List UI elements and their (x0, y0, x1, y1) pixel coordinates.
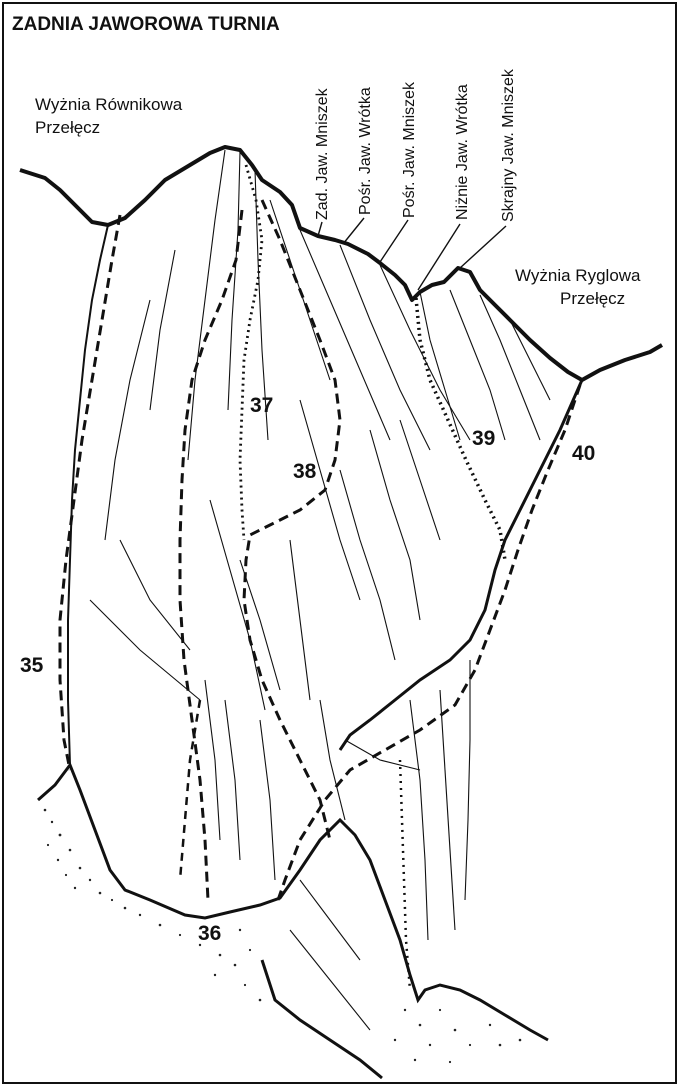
route-37 (240, 165, 262, 540)
label-wyznia-rownikowa-przelecz: Przełęcz (35, 118, 100, 137)
label-nizne-jaw-wrotka: Niżnie Jaw. Wrótka (454, 84, 471, 220)
route-label-38: 38 (293, 460, 317, 483)
label-posr-jaw-wrotka: Pośr. Jaw. Wrótka (357, 87, 374, 215)
route-label-40: 40 (572, 442, 595, 465)
rock-texture (90, 150, 550, 1030)
route-label-36: 36 (198, 922, 221, 945)
ridge-skyline (20, 147, 662, 380)
route-40 (278, 385, 580, 900)
label-zad-jaw-mniszek: Zad. Jaw. Mniszek (314, 87, 331, 220)
diagram-title: ZADNIA JAWOROWA TURNIA (12, 14, 280, 35)
route-label-39: 39 (472, 427, 495, 450)
label-wyznia-ryglowa: Wyżnia Ryglowa (515, 266, 641, 285)
left-face-outline (68, 225, 108, 765)
leader-lines (318, 218, 506, 290)
route-label-37: 37 (250, 394, 273, 417)
route-38 (244, 200, 340, 840)
label-skrajny-jaw-mniszek: Skrajny Jaw. Mniszek (500, 68, 517, 222)
base-outline-lower (262, 960, 382, 1078)
right-face-outline (340, 380, 582, 750)
route-36-branch (180, 700, 200, 880)
route-label-35: 35 (20, 654, 44, 677)
label-wyznia-ryglowa-przelecz: Przełęcz (560, 289, 625, 308)
base-outline (38, 765, 548, 1040)
label-wyznia-rownikowa: Wyżnia Równikowa (35, 95, 183, 114)
border (3, 3, 676, 1083)
label-posr-jaw-mniszek: Pośr. Jaw. Mniszek (401, 81, 418, 218)
